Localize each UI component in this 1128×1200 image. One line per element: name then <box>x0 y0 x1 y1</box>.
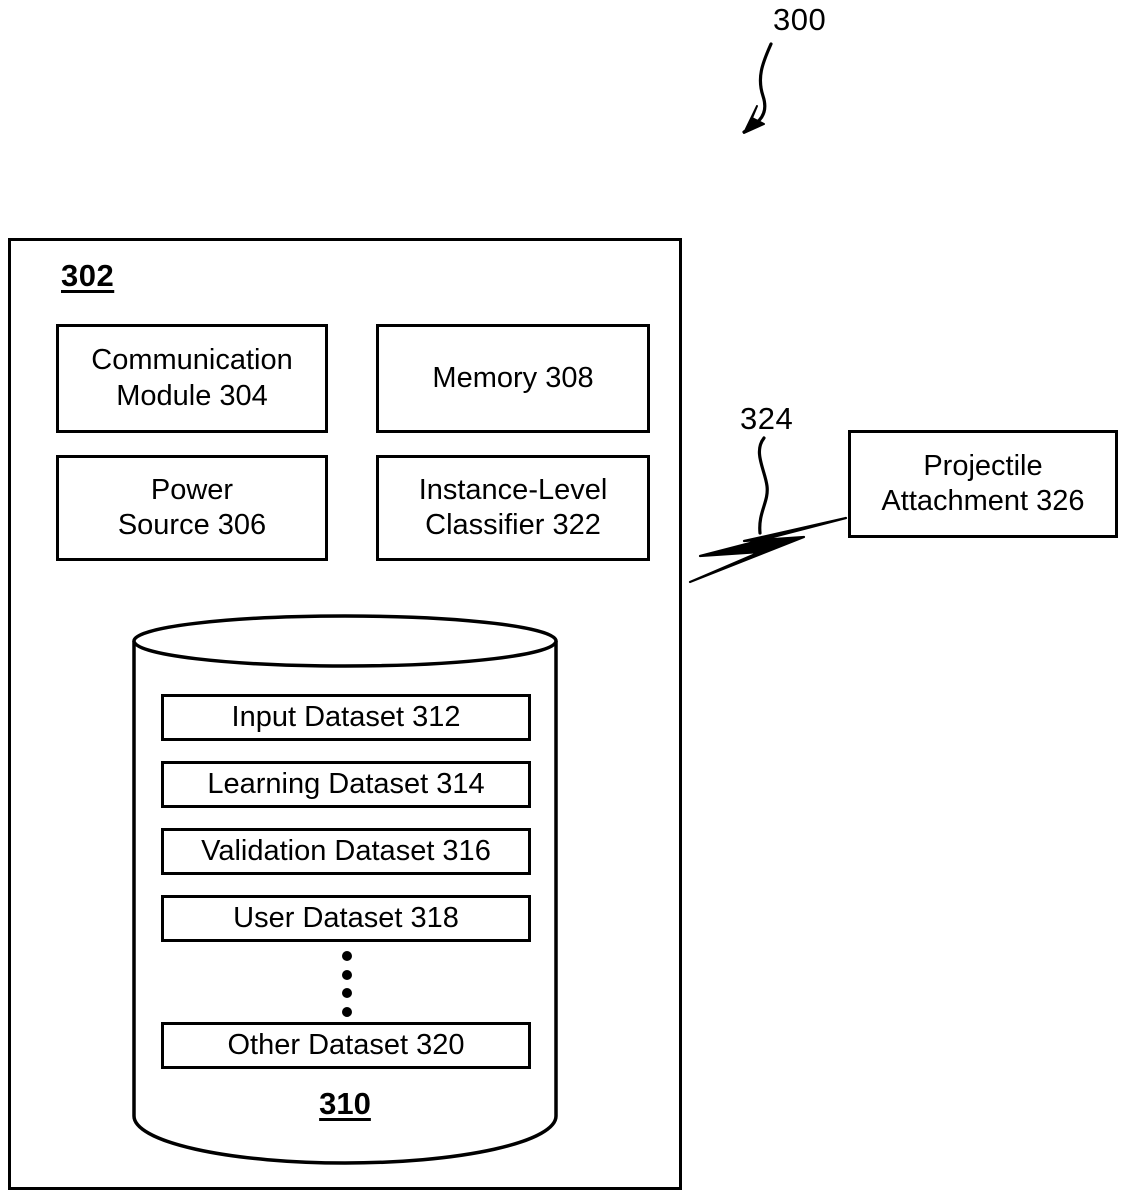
component-box-communication-module: Communication Module 304 <box>56 324 328 433</box>
ellipsis-dot <box>342 1006 352 1017</box>
datastore-cylinder: Input Dataset 312 Learning Dataset 314 V… <box>131 614 559 1165</box>
validation-dataset-label: Validation Dataset 316 <box>201 835 491 867</box>
power-source-label: Power Source 306 <box>117 473 267 541</box>
instance-level-classifier-label: Instance-Level Classifier 322 <box>418 473 608 541</box>
ellipsis-dot <box>342 969 352 980</box>
lightning-bolt-connector-icon <box>688 516 848 584</box>
learning-dataset-label: Learning Dataset 314 <box>207 768 485 800</box>
projectile-attachment-label: Projectile Attachment 326 <box>881 449 1085 517</box>
figure-number-label: 300 <box>773 2 827 37</box>
ellipsis-dot <box>342 951 352 961</box>
user-dataset-label: User Dataset 318 <box>233 902 459 934</box>
component-box-projectile-attachment: Projectile Attachment 326 <box>848 430 1118 538</box>
vertical-ellipsis-icon <box>340 951 354 1017</box>
figure-number-leader-arrow <box>742 42 773 134</box>
dataset-box-validation: Validation Dataset 316 <box>161 828 531 875</box>
dataset-box-input: Input Dataset 312 <box>161 694 531 741</box>
connector-ref-leader-line <box>757 436 769 535</box>
dataset-box-user: User Dataset 318 <box>161 895 531 942</box>
system-boundary-box: 302 Communication Module 304 Memory 308 … <box>8 238 682 1190</box>
component-box-memory: Memory 308 <box>376 324 650 433</box>
dataset-box-other: Other Dataset 320 <box>161 1022 531 1069</box>
other-dataset-label: Other Dataset 320 <box>227 1029 465 1061</box>
system-ref-label: 302 <box>61 258 115 293</box>
ellipsis-dot <box>342 988 352 999</box>
component-box-instance-level-classifier: Instance-Level Classifier 322 <box>376 455 650 561</box>
communication-module-label: Communication Module 304 <box>91 344 293 412</box>
memory-label: Memory 308 <box>432 361 594 394</box>
datastore-ref-label: 310 <box>319 1086 371 1121</box>
component-box-power-source: Power Source 306 <box>56 455 328 561</box>
input-dataset-label: Input Dataset 312 <box>231 701 461 733</box>
dataset-box-learning: Learning Dataset 314 <box>161 761 531 808</box>
connector-ref-label: 324 <box>740 401 794 436</box>
datastore-ref-label-wrap: 310 <box>131 1086 559 1122</box>
